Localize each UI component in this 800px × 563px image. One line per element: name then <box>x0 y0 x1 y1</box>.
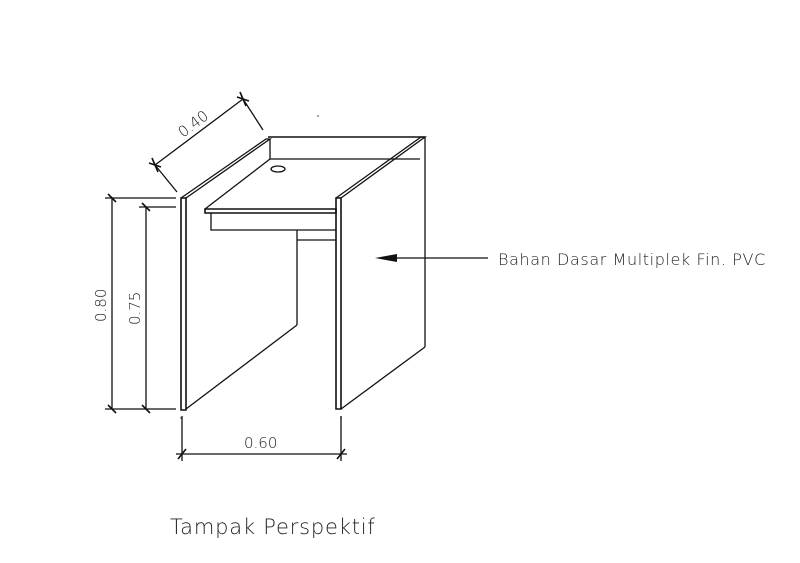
inner-height-tick-bottom <box>141 404 151 414</box>
width-tick-left <box>177 448 187 460</box>
material-label: Bahan Dasar Multiplek Fin. PVC <box>498 250 766 269</box>
left-panel-top-edge <box>180 138 273 199</box>
right-panel-bottom-edge <box>340 346 426 410</box>
inner-height-tick-top <box>141 202 151 212</box>
left-panel-front-edge <box>180 197 187 411</box>
inner-back-line <box>269 139 420 160</box>
right-panel-front-edge <box>335 197 342 410</box>
left-panel-bottom-edge <box>185 324 298 410</box>
material-annotation: Bahan Dasar Multiplek Fin. PVC <box>375 250 766 269</box>
depth-extension-left <box>154 164 178 193</box>
width-dimension-label: 0.60 <box>244 434 277 452</box>
cable-grommet <box>270 165 286 173</box>
total-height-dimension-label: 0.80 <box>92 289 110 322</box>
dimension-width: 0.60 <box>176 416 347 461</box>
desktop-front-edge <box>204 208 337 214</box>
width-tick-right <box>336 448 346 460</box>
desk-apron <box>210 213 336 231</box>
arrow-left-icon <box>375 254 397 262</box>
depth-extension-right <box>242 98 264 131</box>
depth-tick-left <box>148 157 162 173</box>
dot-mark <box>317 115 319 117</box>
desktop-left-diagonal <box>204 158 271 210</box>
inner-height-dimension-label: 0.75 <box>126 292 144 325</box>
dimension-total-height: 0.80 <box>92 193 176 414</box>
drawing-title: Tampak Perspektif <box>170 515 376 539</box>
total-height-tick-top <box>107 193 117 203</box>
dimension-inner-height: 0.75 <box>126 202 176 414</box>
depth-dimension-line <box>154 98 244 166</box>
depth-tick-right <box>236 91 250 107</box>
desk-body <box>180 115 428 419</box>
right-panel-top-edge <box>335 136 428 199</box>
total-height-tick-bottom <box>107 404 117 414</box>
